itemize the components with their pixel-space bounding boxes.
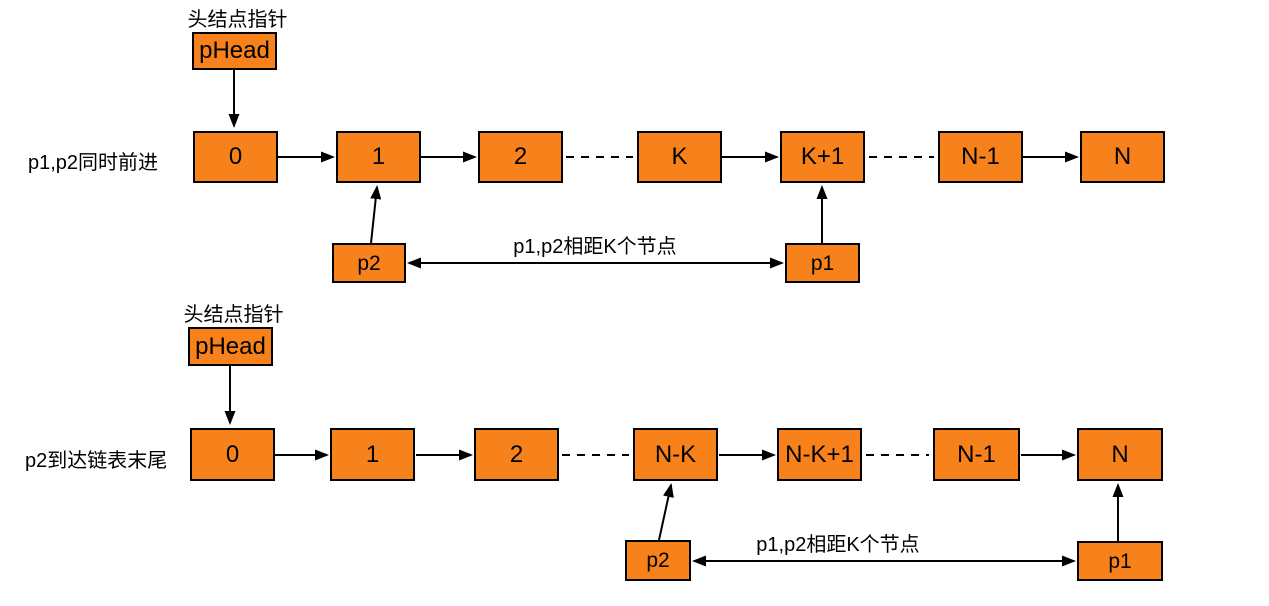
section2-node-1: 1: [330, 428, 415, 481]
section1-pointer-p1: p1: [785, 243, 860, 283]
section1-head-pointer-label: 头结点指针: [187, 9, 288, 31]
section1-node-1: 1: [336, 131, 421, 183]
section1-row-label: p1,p2同时前进: [28, 152, 159, 174]
section2-node-0: 0: [190, 428, 275, 481]
section2-node-NK: N-K: [633, 428, 718, 481]
section2-node-2: 2: [474, 428, 559, 481]
section1-distance-label: p1,p2相距K个节点: [513, 236, 677, 258]
section2-pointer-p1: p1: [1077, 541, 1163, 581]
section2-node-NK1: N-K+1: [777, 428, 862, 481]
section1-pointer-p2: p2: [332, 243, 406, 283]
section1-node-K: K: [637, 131, 722, 183]
section1-phead-box: pHead: [192, 32, 277, 70]
section2-phead-box: pHead: [188, 327, 273, 366]
section2-node-N: N: [1077, 428, 1163, 481]
section1-node-N1: N-1: [938, 131, 1023, 183]
section1-node-2: 2: [478, 131, 563, 183]
section2-row-label: p2到达链表末尾: [25, 450, 168, 472]
section1-node-K1: K+1: [780, 131, 865, 183]
arrow-p2-to-n1: [370, 185, 382, 244]
section2-node-N1: N-1: [933, 428, 1020, 481]
section1-node-N: N: [1080, 131, 1165, 183]
section2-head-pointer-label: 头结点指针: [183, 304, 284, 326]
section1-node-0: 0: [193, 131, 278, 183]
arrow-p2-to-nNK: [658, 483, 674, 541]
section2-pointer-p2: p2: [625, 540, 691, 581]
section2-distance-label: p1,p2相距K个节点: [756, 534, 920, 556]
